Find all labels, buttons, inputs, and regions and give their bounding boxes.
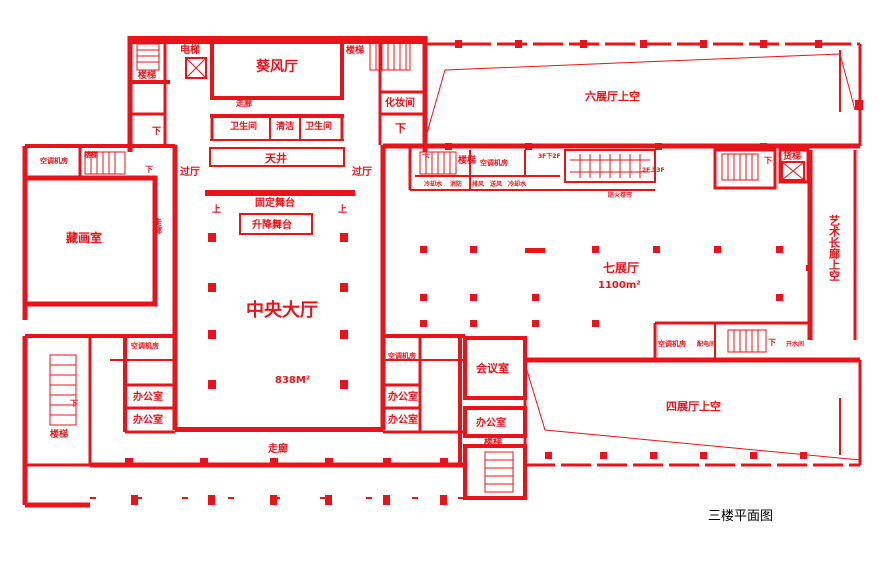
- label-stairs-ne: 楼梯: [346, 44, 364, 56]
- label-elevator: 电梯: [180, 43, 200, 56]
- up-marker: 上: [338, 203, 347, 215]
- label-stairs-nw: 楼梯: [138, 69, 156, 81]
- label-ac-room-west: 空调机房: [40, 156, 68, 165]
- label-central-area: 838M²: [275, 375, 310, 386]
- label-stairs-mid: 楼梯: [458, 154, 476, 166]
- label-ac-room-sw-left: 空调机房: [131, 341, 159, 350]
- label-kuifeng-hall: 葵风厅: [255, 58, 298, 75]
- columns: [125, 40, 863, 505]
- label-office-5: 办公室: [476, 416, 506, 429]
- label-fire-shutter: 防火卷帘: [608, 191, 632, 199]
- label-freight-elevator: 货梯: [783, 150, 801, 162]
- label-lift-stage: 升降舞台: [252, 218, 292, 231]
- down-marker: 下: [395, 122, 406, 135]
- label-small-4: 送风: [489, 180, 502, 188]
- label-stairs-sw: 楼梯: [50, 428, 68, 440]
- plan-caption: 三楼平面图: [708, 509, 773, 524]
- label-makeup-room: 化妆间: [385, 96, 415, 109]
- down-marker: 下: [768, 338, 776, 347]
- label-pump-room: 开水间: [786, 340, 804, 348]
- label-patio: 天井: [265, 151, 287, 165]
- label-escalator-left: 3F下2F: [538, 153, 561, 160]
- label-escalator-right: 2F上3F: [642, 166, 665, 174]
- down-marker: 下: [764, 156, 772, 165]
- label-meeting-room: 会议室: [476, 361, 509, 375]
- down-marker: 下: [152, 126, 161, 137]
- down-marker: 下: [70, 399, 78, 408]
- label-ac-room-mid: 空调机房: [480, 158, 508, 167]
- label-corridor-west: 走廊: [153, 217, 163, 235]
- label-hall4-void: 四展厅上空: [666, 399, 721, 413]
- label-office-4: 办公室: [388, 413, 418, 426]
- label-stairs-south: 楼梯: [484, 436, 502, 448]
- label-central-hall: 中央大厅: [246, 299, 318, 321]
- label-collection-room: 藏画室: [66, 230, 102, 245]
- up-marker: 上: [212, 203, 221, 215]
- label-corridor-south: 走廊: [267, 442, 288, 455]
- label-hall6-void: 六展厅上空: [585, 89, 640, 103]
- label-office-1: 办公室: [133, 390, 163, 403]
- label-stairs-west: 楼梯: [84, 150, 98, 159]
- walls: [22, 36, 862, 508]
- label-small-3: 排风: [472, 180, 484, 188]
- label-ac-room-sw-right: 空调机房: [388, 351, 416, 360]
- label-hall7: 七展厅: [603, 261, 639, 275]
- label-small-5: 冷却水: [508, 180, 527, 188]
- label-fixed-stage: 固定舞台: [255, 196, 295, 209]
- label-toilet-left: 卫生间: [230, 120, 257, 132]
- label-passage-left: 过厅: [180, 165, 200, 178]
- level-markers: 下 下 下 下 下 下 下 上 上: [70, 122, 776, 408]
- stair-hatching: [49, 39, 805, 493]
- down-marker: 下: [422, 153, 430, 162]
- label-small-2: 消防: [450, 180, 462, 188]
- label-toilet-right: 卫生间: [305, 120, 332, 132]
- label-cleaning: 清洁: [276, 120, 294, 132]
- label-office-3: 办公室: [388, 390, 418, 403]
- room-labels: 电梯 楼梯 葵风厅 楼梯 化妆间 走廊 卫生间 清洁 卫生间 天井 过厅 过厅 …: [40, 43, 841, 455]
- label-ac-room-se: 空调机房: [658, 339, 686, 348]
- label-art-corridor-void: 艺术长廊上空: [828, 214, 842, 281]
- label-corridor-top: 走廊: [235, 98, 252, 108]
- label-office-2: 办公室: [133, 413, 163, 426]
- label-hall7-area: 1100m²: [598, 280, 641, 291]
- down-marker: 下: [145, 165, 153, 174]
- label-distribution-room: 配电间: [697, 340, 715, 348]
- label-passage-right: 过厅: [352, 165, 372, 178]
- label-small-1: 冷却水: [424, 180, 443, 188]
